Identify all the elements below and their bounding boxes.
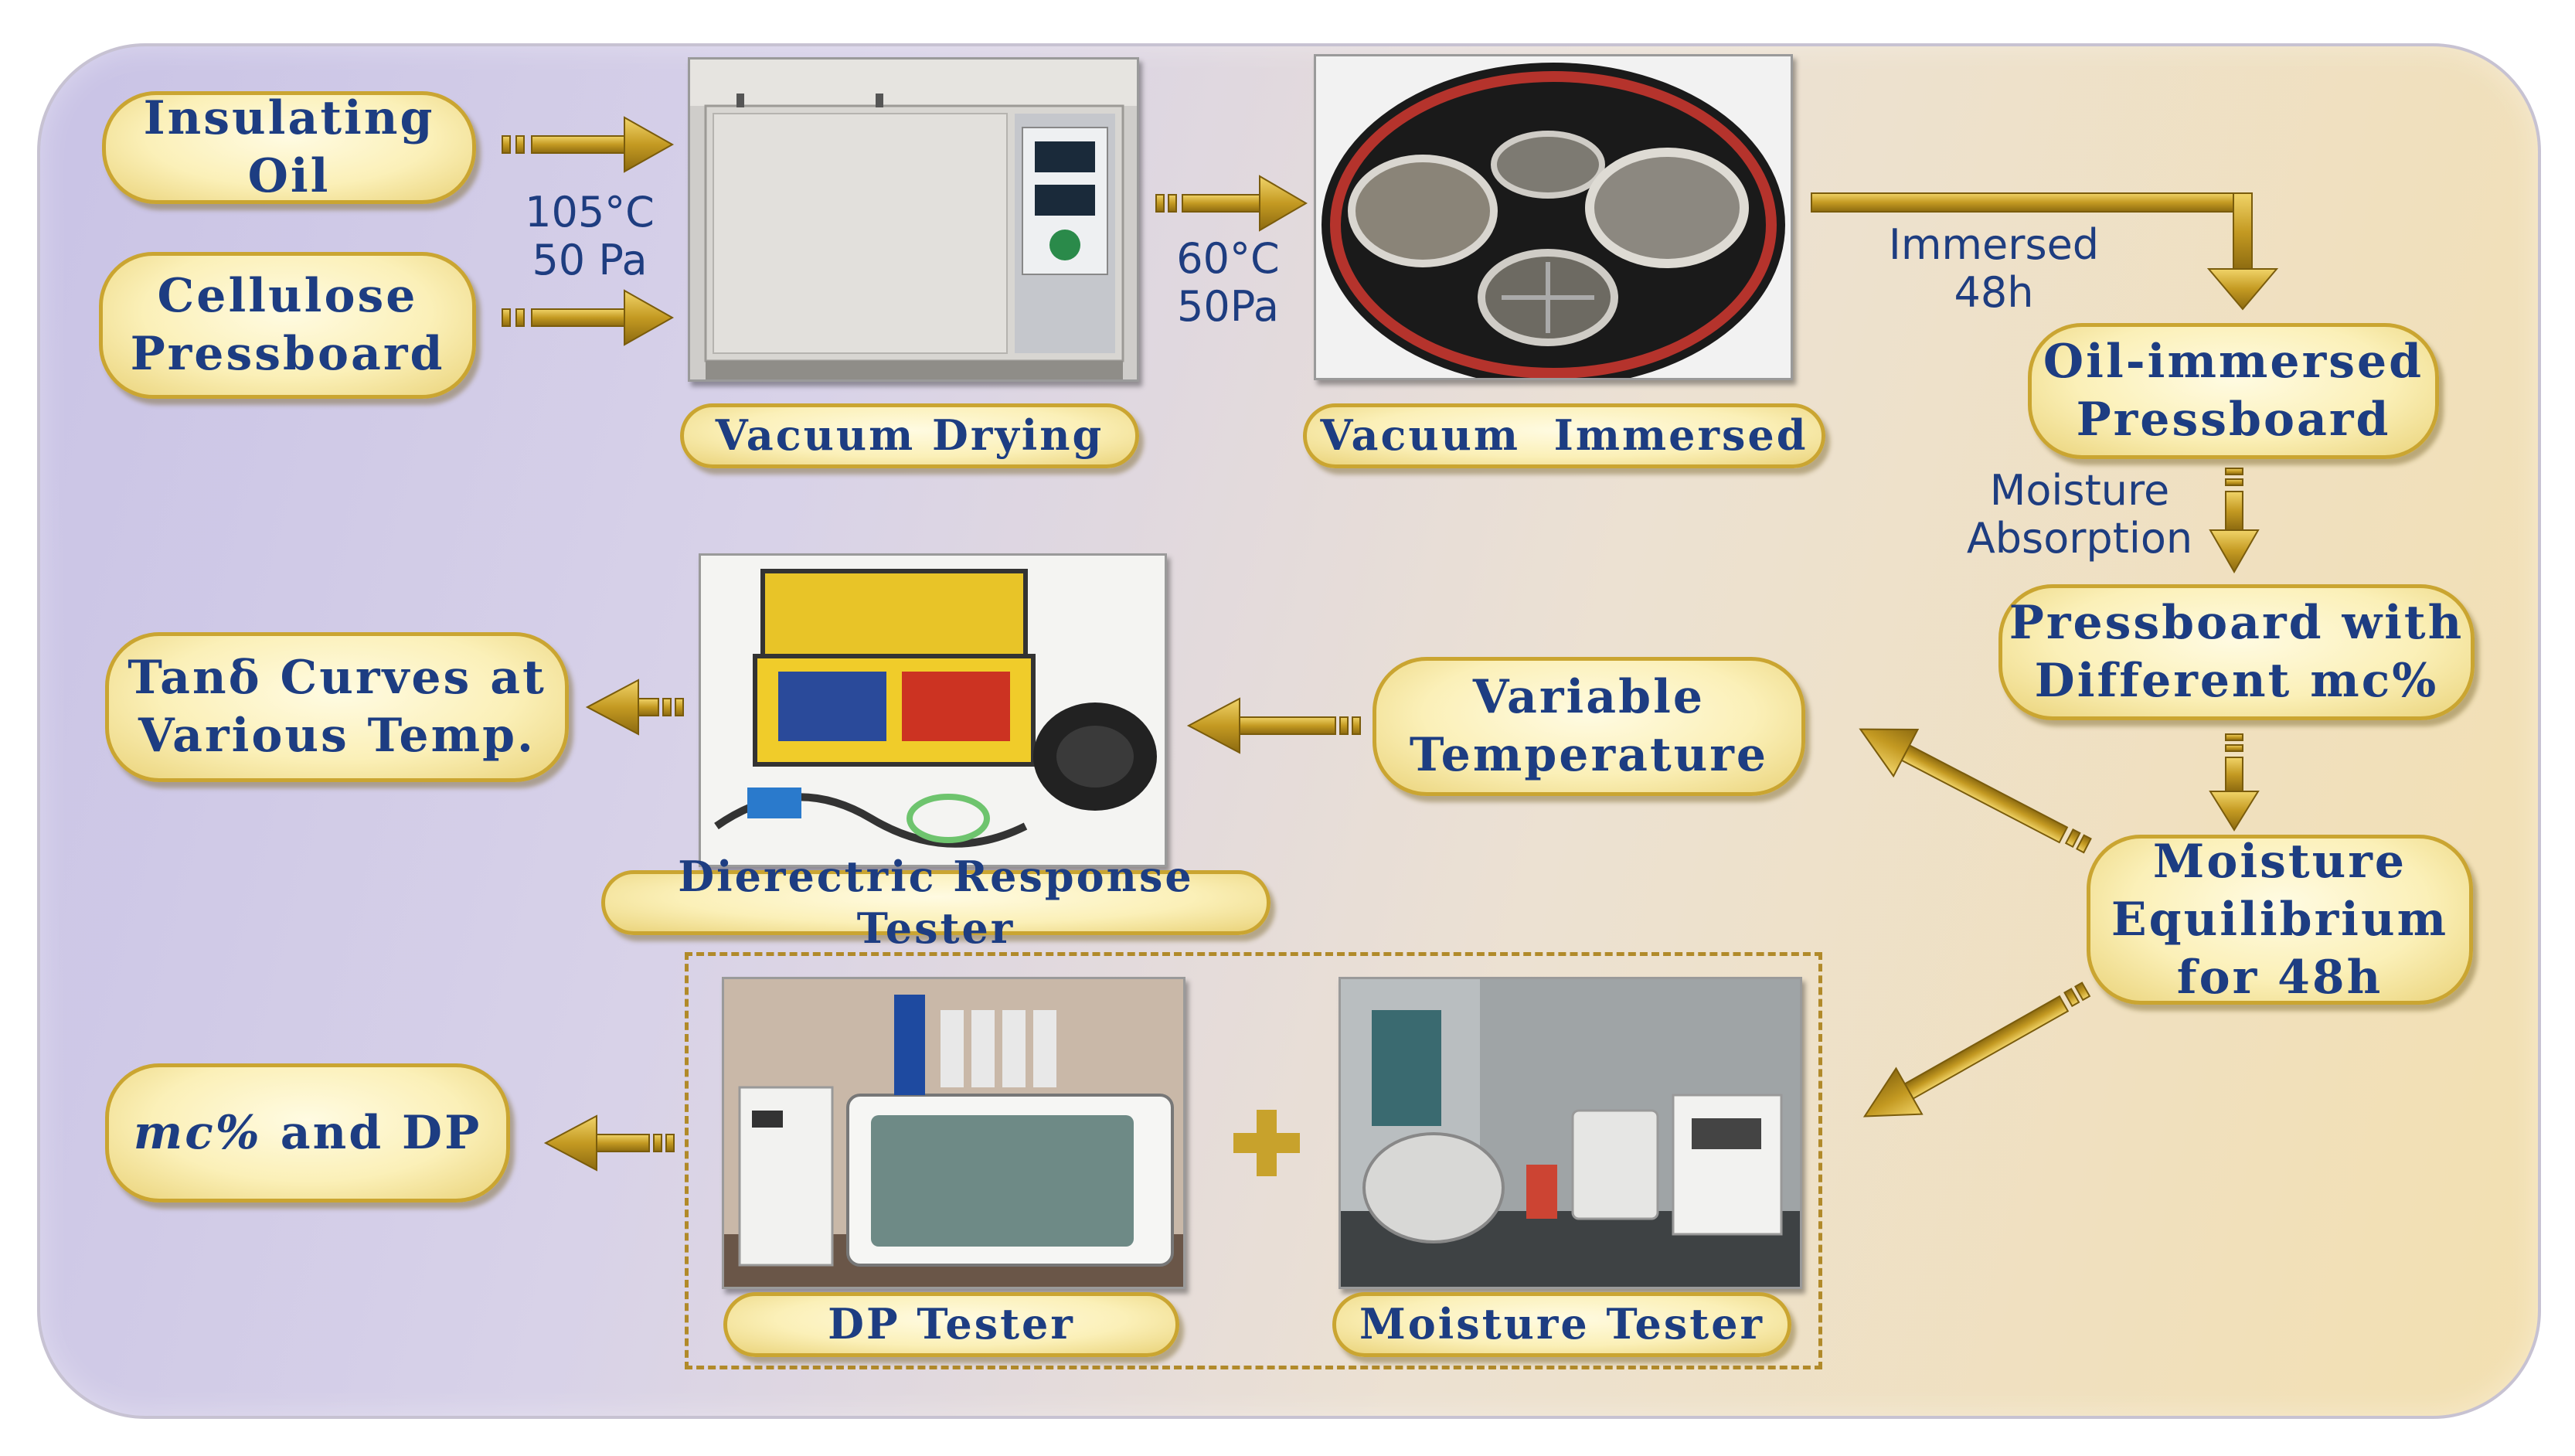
plus-icon — [1233, 1110, 1300, 1176]
mc-dp-rest: and DP — [261, 1105, 482, 1160]
variable-temperature-label: Variable Temperature — [1409, 670, 1769, 782]
moisture-tester-label: Moisture Tester — [1359, 1299, 1764, 1349]
arrow-tester-to-tan-curves — [585, 679, 684, 736]
arrow-to-equilibrium — [2209, 733, 2260, 832]
vacuum-drying-label-pill: Vacuum Drying — [680, 403, 1139, 468]
moisture-equilibrium-label: Moisture Equilibrium for 48h — [2111, 834, 2449, 1005]
insulating-oil-label: Insulating Oil — [143, 91, 435, 203]
dielectric-tester-label-pill: Dierectric Response Tester — [601, 852, 1270, 953]
insulating-oil-pill: Insulating Oil — [102, 91, 476, 204]
pressboard-different-mc-label: Pressboard with Different mc% — [2009, 596, 2464, 708]
mc-dp-pill: mc% and DP — [105, 1063, 510, 1203]
immersed-duration: Immersed 48h — [1888, 220, 2100, 318]
vacuum-immersion-photo — [1314, 54, 1793, 380]
arrow-to-testers — [1862, 981, 2091, 1118]
drying-conditions: 105°C 50 Pa — [525, 188, 655, 285]
tan-delta-curves-pill: Tanδ Curves at Various Temp. — [105, 632, 569, 782]
vacuum-oven-photo — [688, 57, 1139, 382]
vacuum-immersion-image — [1316, 56, 1791, 378]
dielectric-tester-image — [701, 556, 1165, 865]
arrow-vartemp-to-tester — [1186, 697, 1361, 754]
dp-tester-label: DP Tester — [828, 1299, 1075, 1349]
dp-tester-image — [724, 979, 1183, 1287]
vacuum-immersed-label: Vacuum Immersed — [1320, 410, 1808, 461]
vacuum-oven-image — [690, 60, 1137, 379]
moisture-absorption-note: Moisture Absorption — [1966, 466, 2193, 563]
arrow-drying-to-immersed — [1155, 175, 1308, 232]
dielectric-tester-photo — [699, 553, 1167, 867]
pressboard-different-mc-pill: Pressboard with Different mc% — [1998, 584, 2475, 720]
dp-tester-label-pill: DP Tester — [723, 1292, 1179, 1357]
immersing-conditions: 60°C 50Pa — [1176, 234, 1280, 332]
oil-immersed-pressboard-label: Oil-immersed Pressboard — [2043, 335, 2424, 447]
tester-group-frame — [685, 952, 1822, 1369]
moisture-tester-label-pill: Moisture Tester — [1332, 1292, 1791, 1357]
arrow-to-variable-temperature — [1859, 728, 2092, 854]
variable-temperature-pill: Variable Temperature — [1373, 657, 1805, 796]
tan-delta-curves-label: Tanδ Curves at Various Temp. — [128, 651, 546, 763]
arrow-immersed-to-oil-immersed — [1811, 192, 2279, 311]
cellulose-pressboard-label: Cellulose Pressboard — [130, 269, 445, 381]
mc-italic: mc% — [133, 1105, 262, 1160]
dielectric-tester-label: Dierectric Response Tester — [678, 851, 1194, 954]
moisture-equilibrium-pill: Moisture Equilibrium for 48h — [2087, 835, 2473, 1005]
arrow-testers-to-mc-dp — [543, 1114, 675, 1172]
mc-dp-label: mc% and DP — [134, 1104, 481, 1162]
cellulose-pressboard-pill: Cellulose Pressboard — [99, 252, 476, 399]
moisture-tester-photo — [1339, 977, 1802, 1289]
vacuum-immersed-label-pill: Vacuum Immersed — [1303, 403, 1825, 468]
oil-immersed-pressboard-pill: Oil-immersed Pressboard — [2028, 323, 2439, 459]
dp-tester-photo — [722, 977, 1185, 1289]
arrow-oil-to-drying — [502, 116, 675, 173]
vacuum-drying-label: Vacuum Drying — [715, 410, 1104, 461]
arrow-pressboard-to-drying — [502, 289, 675, 346]
arrow-to-different-mc — [2209, 468, 2260, 574]
moisture-tester-image — [1341, 979, 1800, 1287]
